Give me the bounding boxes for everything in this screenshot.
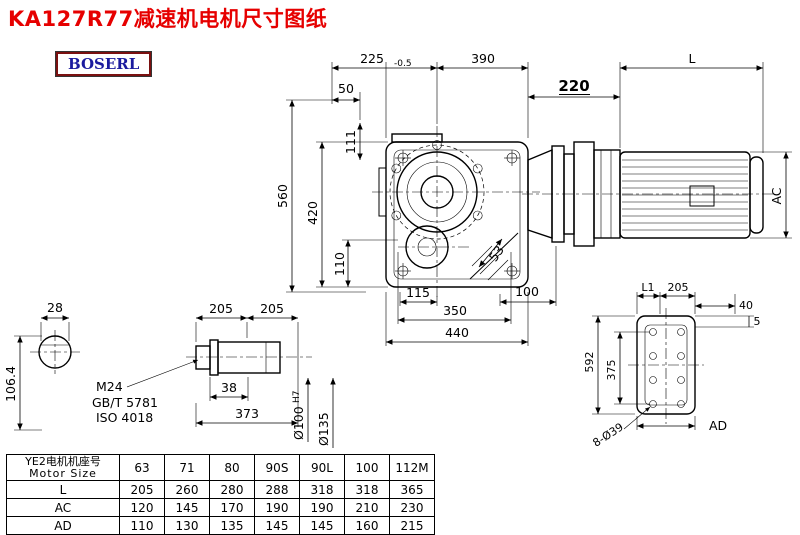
- dim-100-label: 100: [515, 284, 539, 299]
- dim-AC-label: AC: [769, 187, 784, 204]
- extension-lines: [286, 62, 792, 346]
- dia-135-label: Ø135: [316, 412, 331, 446]
- table-cell: 205: [119, 480, 165, 499]
- dim-205b-label: 205: [260, 301, 284, 316]
- row-label-AC: AC: [6, 498, 120, 517]
- dim-560-label: 560: [275, 184, 290, 208]
- dim-106-label: 106.4: [3, 366, 18, 402]
- table-cell: 215: [389, 516, 435, 535]
- motor-size-table: YE2电机机座号 Motor Size 63 71 80 90S 90L 100…: [6, 454, 435, 535]
- dim-L-label: L: [689, 51, 696, 66]
- gearbox-front-view: [372, 126, 540, 300]
- flange-end-view: L1 205 40 5 592 375 AD 8-Ø39: [583, 281, 761, 450]
- table-cell: 160: [344, 516, 390, 535]
- standard-iso-label: ISO 4018: [96, 410, 153, 425]
- dim-375-label: 375: [605, 360, 618, 381]
- dim-53-label: 53: [486, 243, 507, 265]
- dim-220-label: 220: [558, 77, 589, 95]
- dim-38-label: 38: [221, 380, 237, 395]
- table-corner-cell: YE2电机机座号 Motor Size: [6, 454, 120, 481]
- table-cell: 145: [164, 498, 210, 517]
- row-label-L: L: [6, 480, 120, 499]
- table-cell: 230: [389, 498, 435, 517]
- column-header-112M: 112M: [389, 454, 435, 481]
- page-title: KA127R77减速机电机尺寸图纸: [8, 7, 328, 31]
- dia-100-label: Ø100: [291, 406, 306, 440]
- bolt-holes-label: 8-Ø39: [590, 420, 625, 449]
- dim-50-label: 50: [338, 81, 354, 96]
- dim-111-label: 111: [343, 130, 358, 154]
- column-header-90L: 90L: [299, 454, 345, 481]
- dim-L1-label: L1: [641, 281, 654, 294]
- table-cell: 190: [254, 498, 300, 517]
- table-cell: 260: [164, 480, 210, 499]
- motor-side-view: [522, 141, 774, 247]
- table-cell: 145: [254, 516, 300, 535]
- table-cell: 120: [119, 498, 165, 517]
- table-row-AC: AC 120 145 170 190 190 210 230: [6, 498, 435, 517]
- table-cell: 365: [389, 480, 435, 499]
- dim-390-label: 390: [471, 51, 495, 66]
- thread-spec-label: M24: [96, 379, 123, 394]
- column-header-90S: 90S: [254, 454, 300, 481]
- table-cell: 288: [254, 480, 300, 499]
- table-row-L: L 205 260 280 288 318 318 365: [6, 480, 435, 499]
- dim-420-label: 420: [305, 201, 320, 225]
- table-row-AD: AD 110 130 135 145 145 160 215: [6, 516, 435, 535]
- column-header-71: 71: [164, 454, 210, 481]
- dim-205-flange-label: 205: [668, 281, 689, 294]
- shaft-section-view: 28 106.4: [3, 300, 80, 431]
- column-header-80: 80: [209, 454, 255, 481]
- table-cell: 210: [344, 498, 390, 517]
- brand-logo: BOSERL: [54, 51, 153, 77]
- table-cell: 280: [209, 480, 255, 499]
- dim-373-label: 373: [235, 406, 259, 421]
- shaft-detail-view: 205 205 38 373 M24 GB/T 5781 ISO 4018 Ø1…: [92, 301, 336, 448]
- table-header-cn: YE2电机机座号: [25, 455, 101, 468]
- dim-5-label: 5: [754, 315, 761, 328]
- dia-100-fit-label: H7: [292, 391, 302, 404]
- table-cell: 318: [299, 480, 345, 499]
- table-header-en: Motor Size: [29, 467, 97, 480]
- motor-nameplate: [689, 185, 715, 207]
- table-cell: 145: [299, 516, 345, 535]
- column-header-63: 63: [119, 454, 165, 481]
- column-header-100: 100: [344, 454, 390, 481]
- dim-110-label: 110: [332, 252, 347, 276]
- dim-225-tolerance: -0.5: [394, 59, 412, 69]
- table-cell: 190: [299, 498, 345, 517]
- dim-115-label: 115: [406, 285, 430, 300]
- table-cell: 170: [209, 498, 255, 517]
- table-cell: 110: [119, 516, 165, 535]
- table-header-row: YE2电机机座号 Motor Size 63 71 80 90S 90L 100…: [6, 454, 435, 481]
- dim-440-label: 440: [445, 325, 469, 340]
- dim-28-label: 28: [47, 300, 63, 315]
- table-cell: 135: [209, 516, 255, 535]
- row-label-AD: AD: [6, 516, 120, 535]
- dim-225-label: 225: [360, 51, 384, 66]
- dim-592-label: 592: [583, 352, 596, 373]
- dim-350-label: 350: [443, 303, 467, 318]
- table-cell: 318: [344, 480, 390, 499]
- table-cell: 130: [164, 516, 210, 535]
- dim-205a-label: 205: [209, 301, 233, 316]
- dim-AD-label: AD: [709, 418, 727, 433]
- dim-40-label: 40: [739, 299, 753, 312]
- main-dimensions: 225 -0.5 390 L 220 50 111 560 420 110 11…: [275, 51, 789, 345]
- standard-gbt-label: GB/T 5781: [92, 395, 158, 410]
